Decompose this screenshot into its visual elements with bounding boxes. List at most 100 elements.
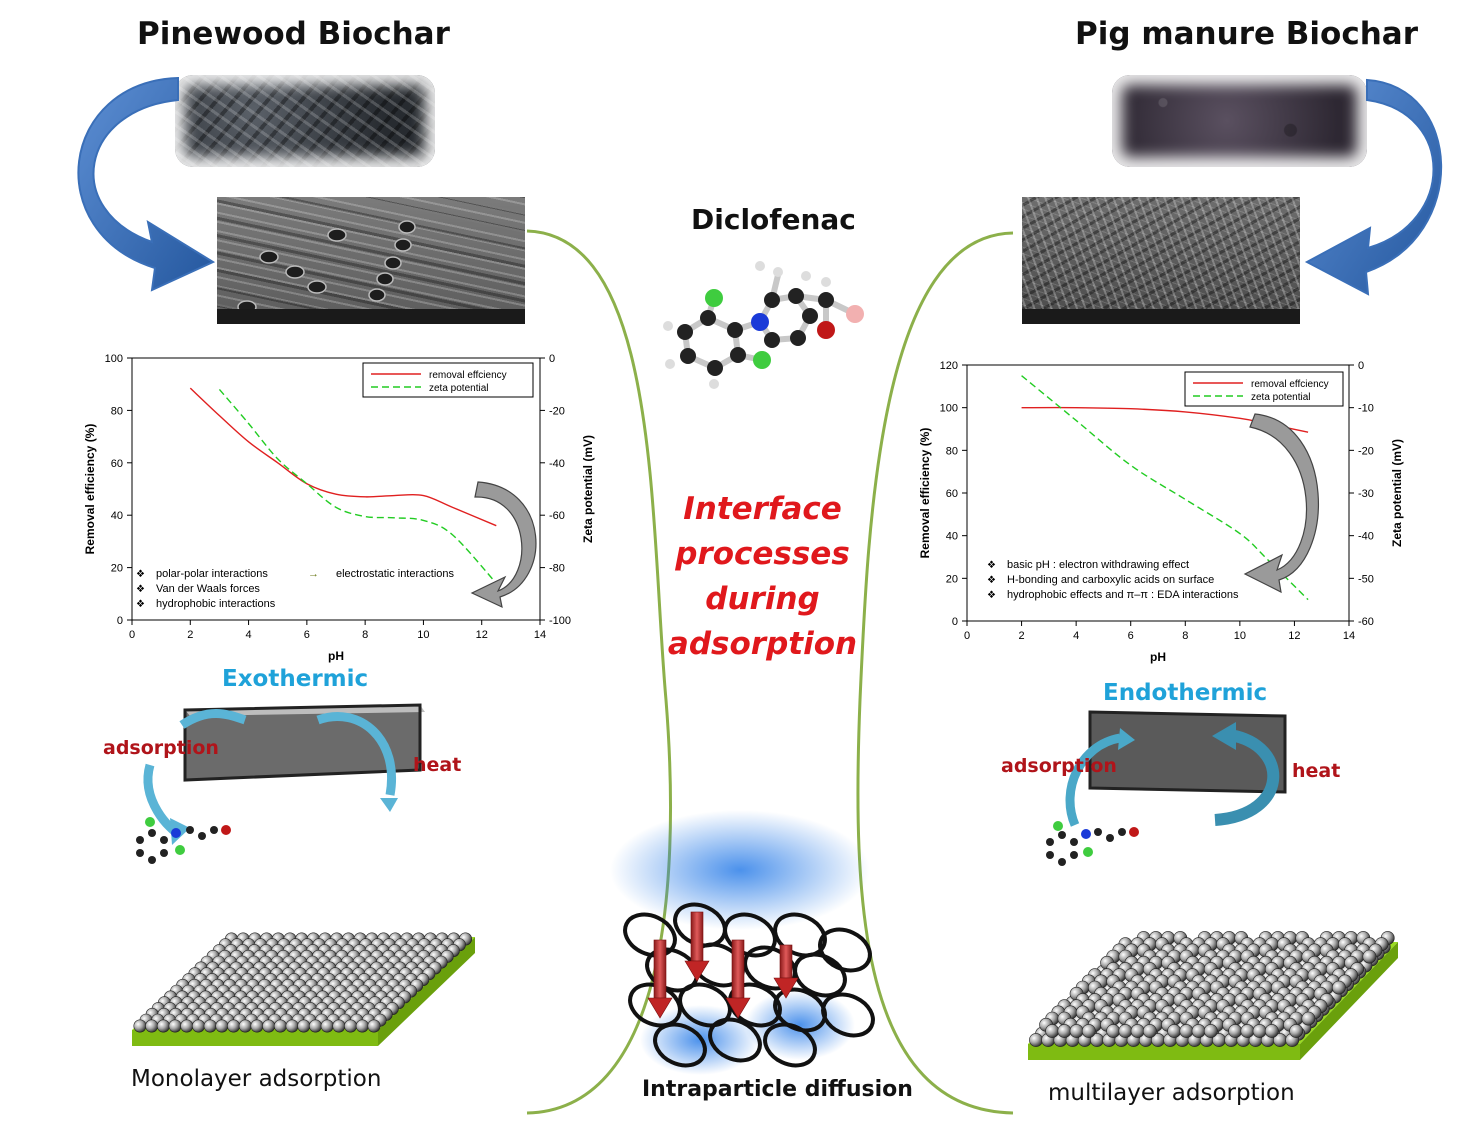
x-axis-label: pH	[1150, 650, 1166, 664]
adsorbate-sphere	[1045, 1024, 1060, 1038]
adsorbate-sphere	[1289, 1024, 1304, 1038]
grey-curved-arrow-icon	[1243, 413, 1319, 594]
adsorbate-sphere	[273, 1019, 287, 1033]
annotation-bullet: ❖	[136, 584, 145, 595]
green-curve-right	[856, 231, 1014, 1115]
y-right-axis-label: Zeta potential (mV)	[581, 435, 595, 543]
red-diffusion-arrowhead-icon	[725, 997, 751, 1019]
adsorbate-sphere	[1362, 949, 1377, 964]
pore-ring	[708, 1017, 762, 1063]
adsorbate-sphere	[145, 1019, 159, 1033]
x-axis-label: pH	[328, 649, 344, 663]
adsorbate-sphere	[250, 1019, 264, 1033]
adsorbate-sphere	[320, 1019, 334, 1033]
red-diffusion-arrow-icon	[690, 911, 704, 962]
pore-ring	[818, 927, 872, 973]
series-zeta-line	[1021, 375, 1309, 601]
pore-ring	[793, 952, 847, 998]
adsorbate-sphere	[156, 1019, 170, 1033]
annotation-bullet: ❖	[136, 599, 145, 610]
pore-ring	[821, 992, 875, 1038]
x-tick-label: 6	[1128, 630, 1134, 642]
pore-ring	[678, 982, 732, 1028]
adsorbate-sphere	[262, 1019, 276, 1033]
adsorbate-sphere	[1240, 1024, 1255, 1038]
adsorbate-sphere	[1264, 1024, 1279, 1038]
adsorbate-sphere	[355, 1019, 369, 1033]
y-right-tick-label: -80	[549, 563, 565, 575]
adsorbate-sphere	[133, 1019, 147, 1033]
annotation-text: electrostatic interactions	[336, 568, 454, 580]
title-pig-manure-biochar: Pig manure Biochar	[1075, 16, 1418, 52]
y-left-axis-label: Removal efficiency (%)	[918, 428, 932, 559]
y-right-tick-label: 0	[1358, 360, 1364, 372]
y-right-tick-label: 0	[549, 353, 555, 365]
y-left-tick-label: 120	[940, 360, 958, 372]
adsorbate-sphere	[238, 1019, 252, 1033]
plot-frame	[131, 357, 541, 621]
pore-ring	[623, 912, 677, 958]
series-removal-line	[189, 387, 497, 527]
y-right-tick-label: -20	[549, 405, 565, 417]
adsorbate-sphere	[1130, 1024, 1145, 1038]
y-left-tick-label: 20	[111, 563, 123, 575]
y-left-tick-label: 40	[946, 531, 958, 543]
y-left-axis-label: Removal efficiency (%)	[83, 424, 97, 555]
y-right-tick-label: -50	[1358, 573, 1374, 585]
adsorbate-sphere	[1228, 1024, 1243, 1038]
adsorption-label-right: adsorption	[1001, 755, 1117, 777]
heat-label-left: heat	[413, 754, 462, 776]
adsorbate-sphere	[1167, 1024, 1182, 1038]
adsorbate-sphere	[1301, 1011, 1316, 1026]
pig-manure-biochar-photo	[1112, 75, 1367, 167]
center-line-1: Interface	[683, 491, 842, 527]
olive-arrow-icon: →	[308, 568, 319, 580]
red-diffusion-arrow-icon	[731, 939, 745, 999]
y-left-tick-label: 80	[111, 405, 123, 417]
y-right-tick-label: -30	[1358, 488, 1374, 500]
adsorption-arrow-left-icon	[179, 708, 247, 729]
multilayer-caption: multilayer adsorption	[1048, 1080, 1295, 1106]
legend-box	[1184, 371, 1344, 407]
curved-arrow-right-icon	[1304, 78, 1443, 296]
adsorbate-sphere	[192, 1019, 206, 1033]
legend-label: removal effciency	[1251, 379, 1329, 390]
y-right-tick-label: -60	[549, 510, 565, 522]
x-tick-label: 2	[1019, 630, 1025, 642]
annotation-text: hydrophobic interactions	[156, 598, 276, 610]
y-right-axis-label: Zeta potential (mV)	[1390, 439, 1404, 547]
red-diffusion-arrowhead-icon	[773, 977, 799, 999]
endothermic-label: Endothermic	[1103, 680, 1268, 706]
adsorbate-sphere	[1191, 1024, 1206, 1038]
x-tick-label: 10	[1234, 630, 1246, 642]
x-tick-label: 0	[129, 629, 135, 641]
adsorbate-sphere	[367, 1019, 381, 1033]
x-tick-label: 14	[534, 629, 546, 641]
annotation-text: polar-polar interactions	[156, 568, 268, 580]
adsorbate-sphere	[180, 1019, 194, 1033]
y-left-tick-label: 80	[946, 445, 958, 457]
pore-ring	[763, 1022, 817, 1068]
monolayer-caption: Monolayer adsorption	[131, 1066, 382, 1092]
adsorbate-sphere	[203, 1019, 217, 1033]
legend-box	[362, 362, 534, 398]
x-tick-label: 10	[417, 629, 429, 641]
y-left-tick-label: 60	[111, 458, 123, 470]
adsorbate-sphere	[332, 1019, 346, 1033]
exothermic-label: Exothermic	[222, 666, 369, 692]
x-tick-label: 8	[362, 629, 368, 641]
y-left-tick-label: 0	[952, 616, 958, 628]
y-right-tick-label: -40	[549, 458, 565, 470]
x-tick-label: 12	[476, 629, 488, 641]
y-right-tick-label: -10	[1358, 403, 1374, 415]
adsorbate-sphere	[1106, 1024, 1121, 1038]
y-left-tick-label: 100	[105, 353, 123, 365]
y-left-tick-label: 0	[117, 615, 123, 627]
small-diclofenac-left-icon	[136, 817, 231, 864]
multilayer-substrate	[1028, 931, 1398, 1060]
pore-ring	[653, 1022, 707, 1068]
adsorbate-sphere	[1029, 1033, 1043, 1047]
adsorbate-sphere	[297, 1019, 311, 1033]
